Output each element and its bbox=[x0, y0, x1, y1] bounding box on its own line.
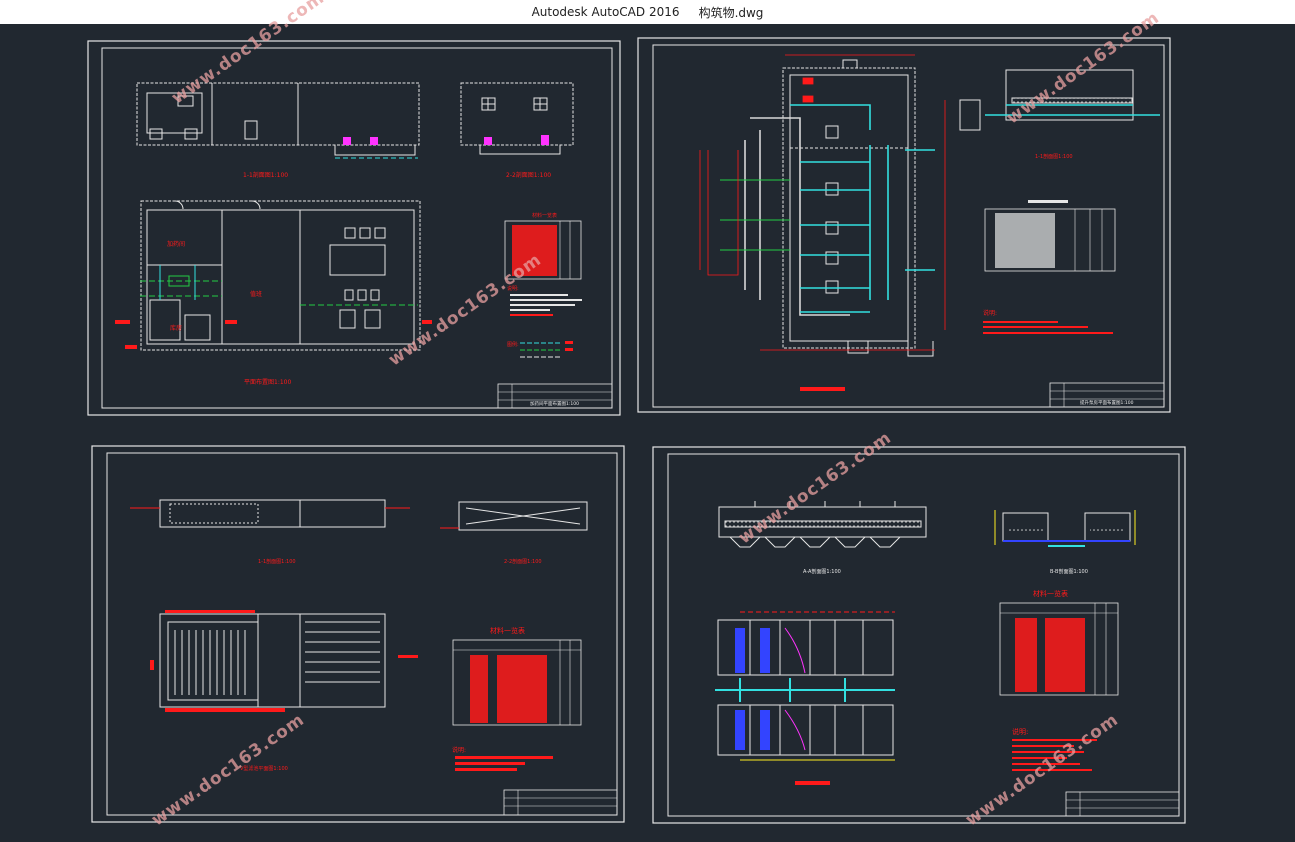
label-section-a: A-A剖面图1:100 bbox=[803, 568, 841, 575]
title-block: 提升泵房平面布置图1:100 bbox=[1049, 382, 1165, 408]
label-section-a: 1-1剖面图1:100 bbox=[243, 171, 288, 179]
label-section-b: 2-2剖面图1:100 bbox=[506, 171, 551, 179]
tank-section-a bbox=[718, 501, 927, 548]
pump-red-dims bbox=[699, 54, 946, 351]
floor-plan bbox=[140, 200, 421, 351]
notes-lines bbox=[510, 294, 582, 316]
label-plan: V型滤池平面图1:100 bbox=[240, 765, 288, 772]
pump-station-plan bbox=[782, 59, 934, 357]
plan-pipes bbox=[115, 265, 432, 349]
plan-title-bar bbox=[800, 387, 845, 391]
sheet-bottom-left[interactable]: 1-1剖面图1:100 2-2剖面图1:100 V型滤池平面图1:100 材料一… bbox=[91, 445, 625, 823]
notes-label: 说明: bbox=[507, 285, 519, 292]
equipment-table bbox=[984, 200, 1116, 272]
table-title: 材料一览表 bbox=[1033, 589, 1068, 598]
plan-title-bar bbox=[795, 781, 830, 785]
app-name: Autodesk AutoCAD 2016 bbox=[531, 5, 680, 19]
filter-section-2 bbox=[440, 501, 588, 531]
notes-label: 说明: bbox=[983, 309, 997, 317]
label-section-a: 1-1剖面图1:100 bbox=[258, 558, 296, 565]
material-table: 材料一览表 bbox=[504, 212, 582, 280]
label-section: 1-1剖面图1:100 bbox=[1035, 153, 1073, 160]
file-name: 构筑物.dwg bbox=[698, 5, 764, 20]
tank-section-b bbox=[994, 510, 1136, 547]
svg-text:提升泵房平面布置图1:100: 提升泵房平面布置图1:100 bbox=[1080, 399, 1134, 406]
room-label-1: 加药间 bbox=[167, 240, 185, 248]
sheet-bottom-right[interactable]: A-A剖面图1:100 B-B剖面图1:100 bbox=[652, 446, 1186, 824]
sheet-top-right[interactable]: 1-1剖面图1:100 说明: 提升泵房平面布置图1:100 bbox=[637, 37, 1171, 413]
room-label-3: 库房 bbox=[170, 324, 182, 332]
filter-red-marks bbox=[150, 610, 418, 712]
notes-lines bbox=[1012, 739, 1097, 771]
title-block bbox=[1065, 791, 1180, 817]
filter-section-1 bbox=[130, 499, 410, 528]
pump-section bbox=[959, 69, 1160, 131]
material-table bbox=[999, 602, 1119, 696]
tank-plan bbox=[715, 611, 895, 761]
title-block bbox=[503, 789, 618, 816]
sheet-top-left[interactable]: 1-1剖面图1:100 2-2剖面图1:100 bbox=[87, 40, 621, 416]
table-title: 材料一览表 bbox=[490, 626, 525, 635]
label-section-b: B-B剖面图1:100 bbox=[1050, 568, 1088, 575]
filter-plan bbox=[159, 613, 386, 708]
svg-text:材料一览表: 材料一览表 bbox=[532, 212, 557, 219]
section-view-1 bbox=[136, 82, 420, 159]
pump-pipes bbox=[720, 104, 935, 316]
room-label-2: 值班 bbox=[250, 290, 262, 298]
notes-label: 说明: bbox=[452, 746, 466, 754]
cad-drawing[interactable]: 1-1剖面图1:100 2-2剖面图1:100 bbox=[0, 24, 1295, 838]
notes-lines bbox=[455, 756, 553, 771]
svg-text:加药间平面布置图1:100: 加药间平面布置图1:100 bbox=[530, 400, 579, 407]
section-view-2 bbox=[460, 82, 574, 155]
window-title-bar: Autodesk AutoCAD 2016 构筑物.dwg bbox=[0, 0, 1295, 24]
label-plan: 平面布置图1:100 bbox=[244, 378, 291, 386]
notes-lines bbox=[983, 321, 1113, 334]
legend-label: 图例: bbox=[507, 341, 519, 348]
title-block: 加药间平面布置图1:100 bbox=[497, 383, 613, 409]
notes-label: 说明: bbox=[1012, 727, 1028, 736]
legend-lines bbox=[520, 341, 573, 358]
material-table bbox=[452, 639, 582, 726]
label-section-b: 2-2剖面图1:100 bbox=[504, 558, 542, 565]
